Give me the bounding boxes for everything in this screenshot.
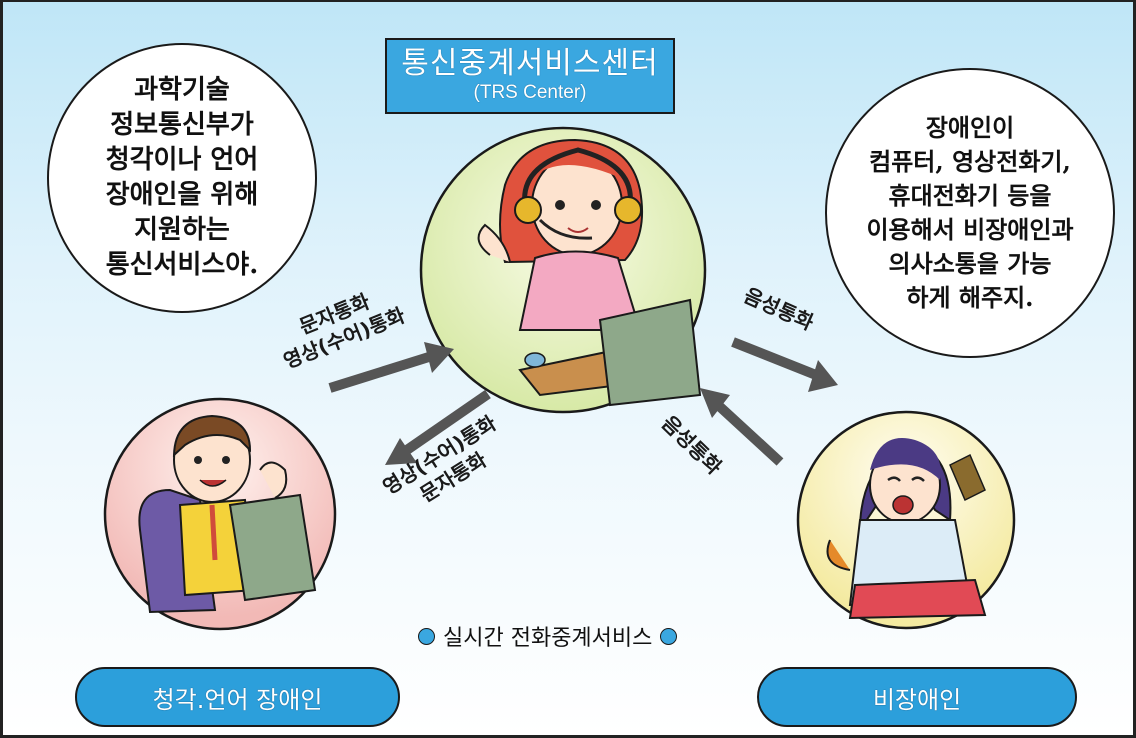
bubble-right-line: 컴퓨터, 영상전화기,: [869, 147, 1071, 176]
speech-bubble-right: 장애인이 컴퓨터, 영상전화기, 휴대전화기 등을 이용해서 비장애인과 의사소…: [825, 68, 1115, 358]
bubble-right-line: 장애인이: [925, 113, 1015, 142]
party-label-hearing: 비장애인: [757, 667, 1077, 727]
bullet-dot-icon: [660, 627, 678, 645]
arrow-center-to-deaf: [385, 389, 491, 465]
bubble-left-line: 정보통신부가: [110, 110, 254, 140]
arrow-center-to-hearing: [731, 337, 838, 392]
bubble-left-line: 지원하는: [134, 215, 230, 245]
bubble-right-line: 이용해서 비장애인과: [866, 215, 1074, 244]
arrow-hearing-to-center: [700, 388, 784, 466]
realtime-service-label: 실시간 전화중계서비스: [418, 620, 678, 652]
trs-title-box: 통신중계서비스센터 (TRS Center): [385, 38, 675, 114]
deaf-user-illustration: [103, 397, 337, 631]
bullet-dot-icon: [418, 627, 435, 645]
bubble-right-line: 하게 해주지.: [906, 283, 1034, 312]
page-title: 통신중계서비스센터: [401, 46, 659, 81]
speech-bubble-left: 과학기술 정보통신부가 청각이나 언어 장애인을 위해 지원하는 통신서비스야.: [47, 43, 317, 313]
party-label-deaf: 청각.언어 장애인: [75, 667, 400, 727]
bubble-right-line: 의사소통을 가능: [888, 249, 1052, 278]
hearing-user-illustration: [796, 410, 1016, 630]
bubble-left-line: 통신서비스야.: [105, 250, 259, 280]
arrow-deaf-to-center: [328, 342, 454, 393]
bubble-left-line: 장애인을 위해: [105, 180, 259, 210]
bubble-left-line: 과학기술: [134, 75, 230, 105]
operator-illustration: [419, 126, 707, 414]
bubble-left-line: 청각이나 언어: [105, 145, 259, 175]
bubble-right-line: 휴대전화기 등을: [888, 181, 1052, 210]
page-subtitle: (TRS Center): [473, 82, 587, 103]
realtime-service-text: 실시간 전화중계서비스: [443, 626, 653, 651]
